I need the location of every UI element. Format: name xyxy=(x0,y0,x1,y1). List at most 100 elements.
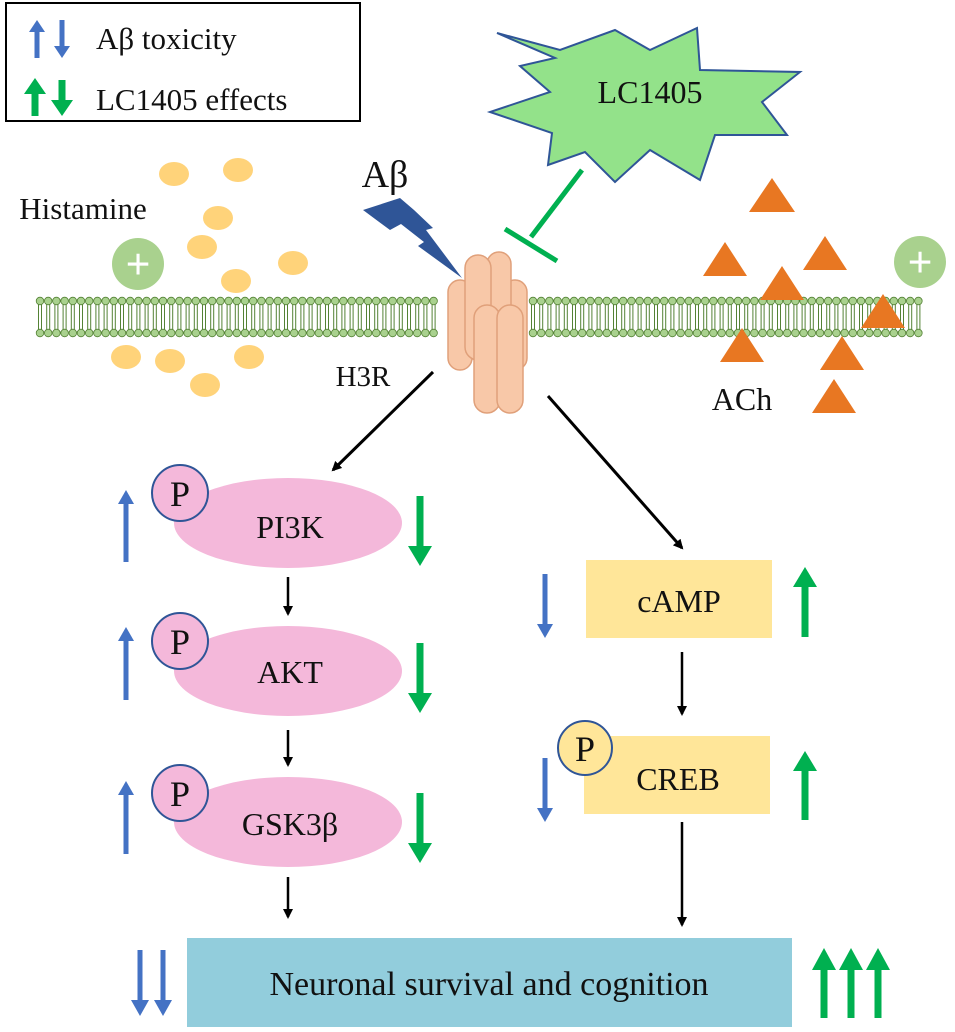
blue-down-arrow-outcome-1 xyxy=(131,950,149,1016)
ach-triangle xyxy=(820,336,864,370)
green-down-arrow-akt xyxy=(408,643,432,713)
ach-molecules xyxy=(703,178,905,413)
lipid-pair xyxy=(290,296,299,338)
lipid-pair xyxy=(569,296,579,338)
lipid-pair xyxy=(840,296,849,338)
lc1405-inhibition-line xyxy=(503,168,584,264)
lipid-pair xyxy=(684,296,693,338)
lipid-pair xyxy=(183,296,192,338)
phospho-badge-icon xyxy=(151,764,209,822)
lipid-pair xyxy=(725,296,734,338)
legend-blue-up-arrow xyxy=(29,20,45,58)
gsk3b-label: GSK3β xyxy=(242,806,338,842)
lipid-pair xyxy=(889,296,898,338)
lipid-pair xyxy=(824,296,833,338)
lipid-pair xyxy=(339,296,348,338)
lipid-pair xyxy=(627,296,636,338)
plus-circle-left-icon: + xyxy=(112,238,164,290)
lipid-pair xyxy=(372,296,381,338)
ach-triangle xyxy=(812,379,856,413)
lipid-pair xyxy=(537,296,546,338)
histamine-dot xyxy=(223,158,253,182)
svg-text:P: P xyxy=(575,729,595,769)
green-up-arrow-camp xyxy=(793,567,817,637)
legend-green-down-arrow xyxy=(51,80,73,116)
histamine-dot xyxy=(190,373,220,397)
lipid-pair xyxy=(224,296,233,338)
lipid-pair xyxy=(166,296,176,338)
lipid-pair xyxy=(314,296,323,338)
lipid-pair xyxy=(429,296,438,338)
abeta-label: Aβ xyxy=(362,154,409,196)
histamine-dot xyxy=(221,269,251,293)
histamine-dot xyxy=(155,349,185,373)
lipid-pair xyxy=(815,296,825,338)
akt-label: AKT xyxy=(257,654,323,690)
lipid-pair xyxy=(528,296,538,338)
histamine-dot xyxy=(203,206,233,230)
cell-membrane xyxy=(35,296,923,338)
lipid-pair xyxy=(701,296,710,338)
arrow-h3r-to-camp xyxy=(546,395,684,550)
histamine-dot xyxy=(159,162,189,186)
ach-triangle xyxy=(749,178,795,212)
lipid-pair xyxy=(199,296,209,338)
gsk3b-node: P GSK3β xyxy=(151,764,402,867)
legend-toxicity-label: Aβ toxicity xyxy=(96,21,237,56)
h3r-label: H3R xyxy=(336,361,391,393)
lipid-pair xyxy=(380,296,389,338)
lipid-pair xyxy=(578,296,587,338)
effect-indicators xyxy=(118,490,890,1018)
lipid-pair xyxy=(191,296,200,338)
camp-label: cAMP xyxy=(637,583,721,619)
blue-up-arrow-pi3k xyxy=(118,490,134,562)
lipid-pair xyxy=(635,296,644,338)
blue-up-arrow-akt xyxy=(118,627,134,700)
legend: Aβ toxicity LC1405 effects xyxy=(5,2,361,122)
lipid-pair xyxy=(142,296,151,338)
lipid-pair xyxy=(35,296,45,338)
lipid-pair xyxy=(643,296,652,338)
lipid-pair xyxy=(76,296,86,338)
lipid-pair xyxy=(594,296,603,338)
lipid-pair xyxy=(109,296,118,338)
ach-triangle xyxy=(803,236,847,270)
ach-triangle xyxy=(760,266,804,300)
lipid-pair xyxy=(651,296,661,338)
lipid-pair xyxy=(150,296,159,338)
lipid-pair xyxy=(232,296,241,338)
lipid-pair xyxy=(421,296,430,338)
lipid-pair xyxy=(322,296,332,338)
lipid-pair xyxy=(281,296,291,338)
green-up-arrow-creb xyxy=(793,751,817,820)
lipid-pair xyxy=(101,296,110,338)
lipid-pair xyxy=(68,296,77,338)
lipid-pair xyxy=(676,296,685,338)
ach-label: ACh xyxy=(712,381,772,417)
lipid-pair xyxy=(610,296,620,338)
lc1405-drug: LC1405 xyxy=(486,26,803,264)
lipid-pair xyxy=(897,296,907,338)
lipid-pair xyxy=(306,296,315,338)
lipid-pair xyxy=(717,296,726,338)
histamine-dot xyxy=(187,235,217,259)
svg-text:P: P xyxy=(170,474,190,514)
outcome-label: Neuronal survival and cognition xyxy=(269,966,708,1003)
blue-up-arrow-gsk3b xyxy=(118,781,134,854)
blue-down-arrow-outcome-2 xyxy=(154,950,172,1016)
legend-effects-label: LC1405 effects xyxy=(96,82,287,117)
lipid-pair xyxy=(404,296,414,338)
lipid-pair xyxy=(298,296,307,338)
svg-text:P: P xyxy=(170,622,190,662)
lipid-pair xyxy=(216,296,225,338)
phospho-badge-icon xyxy=(151,612,209,670)
akt-node: P AKT xyxy=(151,612,402,716)
outcome-box: Neuronal survival and cognition xyxy=(187,938,792,1027)
lipid-pair xyxy=(44,296,53,338)
creb-node: P CREB xyxy=(557,720,770,814)
arrow-h3r-to-pi3k xyxy=(331,370,435,472)
lipid-pair xyxy=(602,296,611,338)
blue-down-arrow-camp xyxy=(537,574,553,638)
